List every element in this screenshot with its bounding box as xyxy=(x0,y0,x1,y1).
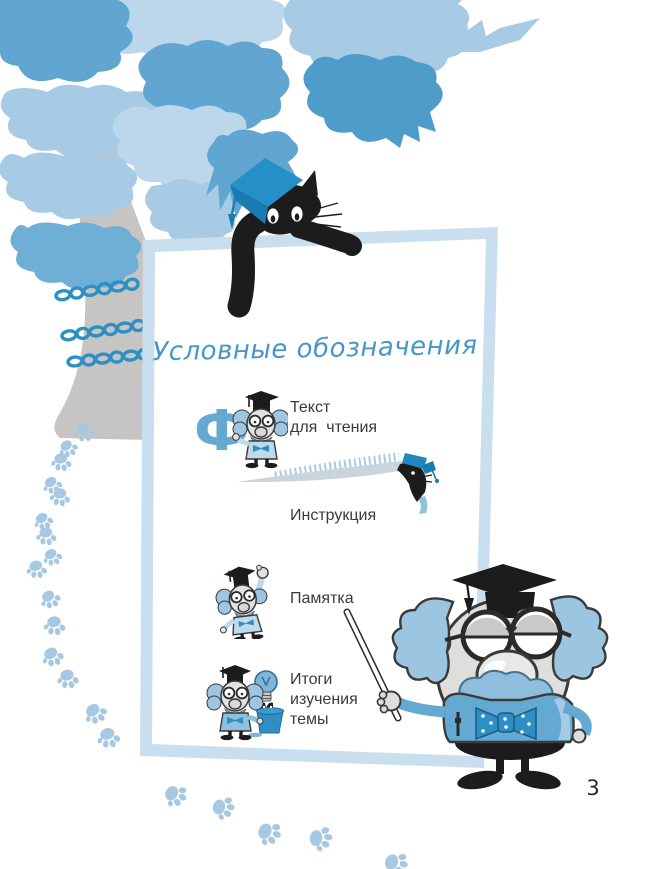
tree-foliage xyxy=(0,0,540,290)
professor-hand xyxy=(376,690,402,714)
tree-chains xyxy=(54,277,153,368)
tree-illustration xyxy=(0,0,540,441)
sliding-cat-icon xyxy=(237,452,439,514)
graduation-cap-icon xyxy=(228,158,303,229)
bow-tie-icon xyxy=(475,706,537,741)
professor-letter-f-icon: Ф xyxy=(194,391,288,469)
cat-illustration xyxy=(227,158,362,318)
legend-item-label: Памятка xyxy=(290,590,354,607)
legend-item-label: Итоги изучения темы xyxy=(290,671,358,728)
professor-memo-icon xyxy=(215,564,269,639)
legend-item-label: Инструкция xyxy=(290,507,377,524)
professor-results-icon xyxy=(206,665,284,741)
page-number: 3 xyxy=(586,776,600,800)
legend-item-label: Текст для чтения xyxy=(290,399,378,436)
cat-in-hat-icon xyxy=(248,702,284,739)
professor-illustration xyxy=(343,564,609,790)
